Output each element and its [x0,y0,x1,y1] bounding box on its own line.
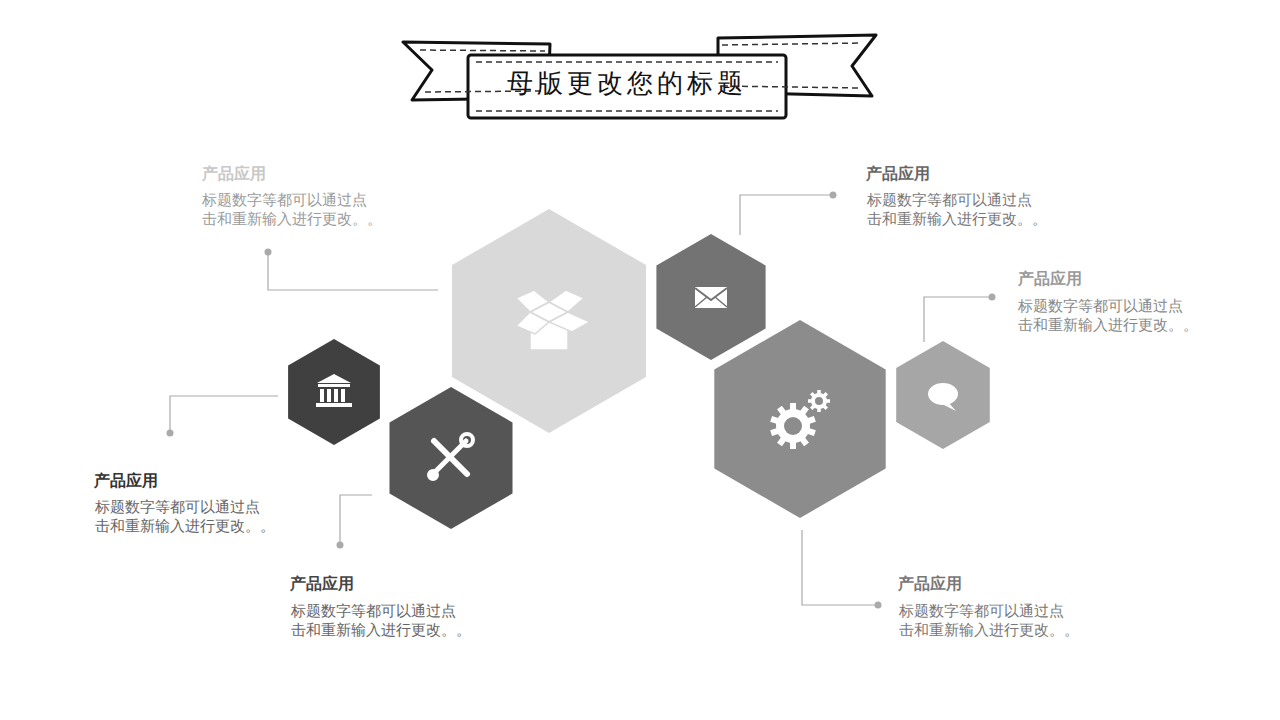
slide-title: 母版更改您的标题 [470,66,784,101]
leader-dots [167,192,996,609]
gear-icon [770,390,830,449]
item-heading: 产品应用 [898,574,962,595]
mail-icon [695,287,727,308]
title-ribbon [403,35,876,118]
hexagons [288,209,990,529]
item-description: 标题数字等都可以通过点 击和重新输入进行更改。。 [202,191,442,229]
box-icon [516,290,590,350]
bank-icon [316,374,352,407]
item-heading: 产品应用 [202,164,266,185]
hexagon [656,234,765,360]
tools-icon [428,434,473,480]
leader-lines [170,195,992,605]
hexagon [714,320,885,518]
hexagon [452,209,646,433]
ribbon-stitching [420,43,862,111]
item-description: 标题数字等都可以通过点 击和重新输入进行更改。。 [899,602,1139,640]
hexagon [288,339,380,445]
chat-icon [928,383,958,411]
item-description: 标题数字等都可以通过点 击和重新输入进行更改。。 [1018,297,1258,335]
item-heading: 产品应用 [1018,269,1082,290]
item-heading: 产品应用 [94,471,158,492]
item-heading: 产品应用 [290,574,354,595]
item-description: 标题数字等都可以通过点 击和重新输入进行更改。。 [291,602,531,640]
item-description: 标题数字等都可以通过点 击和重新输入进行更改。。 [867,191,1107,229]
item-heading: 产品应用 [866,164,930,185]
hexagon [390,387,513,529]
hexagon [896,341,990,449]
item-description: 标题数字等都可以通过点 击和重新输入进行更改。。 [95,498,335,536]
